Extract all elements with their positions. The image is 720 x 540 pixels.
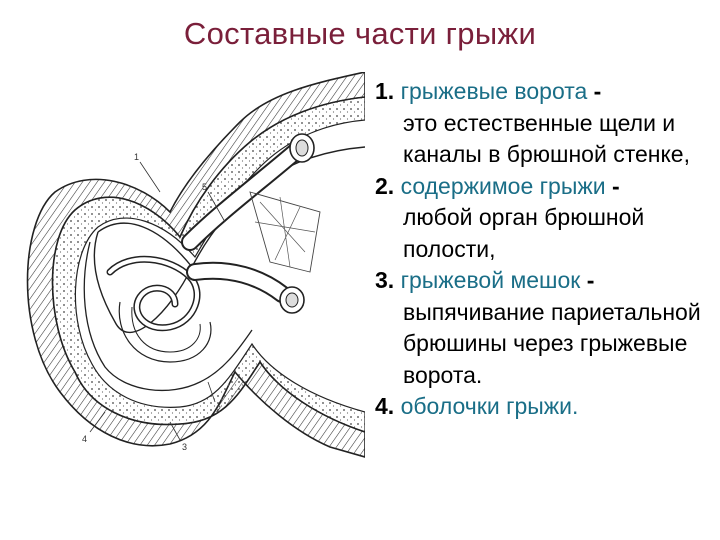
item-term: оболочки грыжи.: [400, 393, 579, 419]
label-4: 4: [82, 434, 87, 444]
slide-title: Составные части грыжи: [183, 16, 537, 51]
item-description: любой орган брюшной полости,: [403, 204, 645, 262]
list-item-gates: 1. грыжевые ворота - это естественные ще…: [375, 76, 715, 171]
mesentery: [249, 191, 321, 273]
item-dash: -: [587, 78, 602, 104]
hernia-illustration: 1 2 3 4 5: [26, 72, 365, 458]
item-number: 2.: [375, 172, 395, 199]
list-item-sac: 3. грыжевой мешок - выпячивание париетал…: [375, 265, 715, 391]
components-list: 1. грыжевые ворота - это естественные ще…: [375, 76, 715, 423]
item-term: грыжевой мешок: [400, 267, 581, 293]
list-item-membranes: 4. оболочки грыжи.: [375, 391, 715, 423]
item-term: содержимое грыжи: [400, 172, 606, 199]
item-number: 4.: [375, 393, 395, 419]
item-dash: -: [580, 267, 595, 293]
item-description: это естественные щели и каналы в брюшной…: [403, 109, 690, 168]
item-description: выпячивание париетальной брюшины через г…: [403, 298, 701, 388]
item-number: 3.: [375, 267, 395, 293]
item-number: 1.: [375, 78, 395, 104]
label-5: 5: [202, 182, 207, 192]
subcutaneous-layer: [51, 96, 365, 433]
label-2: 2: [216, 404, 221, 414]
label-1: 1: [134, 152, 139, 162]
item-dash: -: [605, 172, 620, 199]
label-3: 3: [182, 442, 187, 452]
item-term: грыжевые ворота: [400, 78, 588, 104]
list-item-content: 2. содержимое грыжи - любой орган брюшно…: [375, 171, 715, 266]
